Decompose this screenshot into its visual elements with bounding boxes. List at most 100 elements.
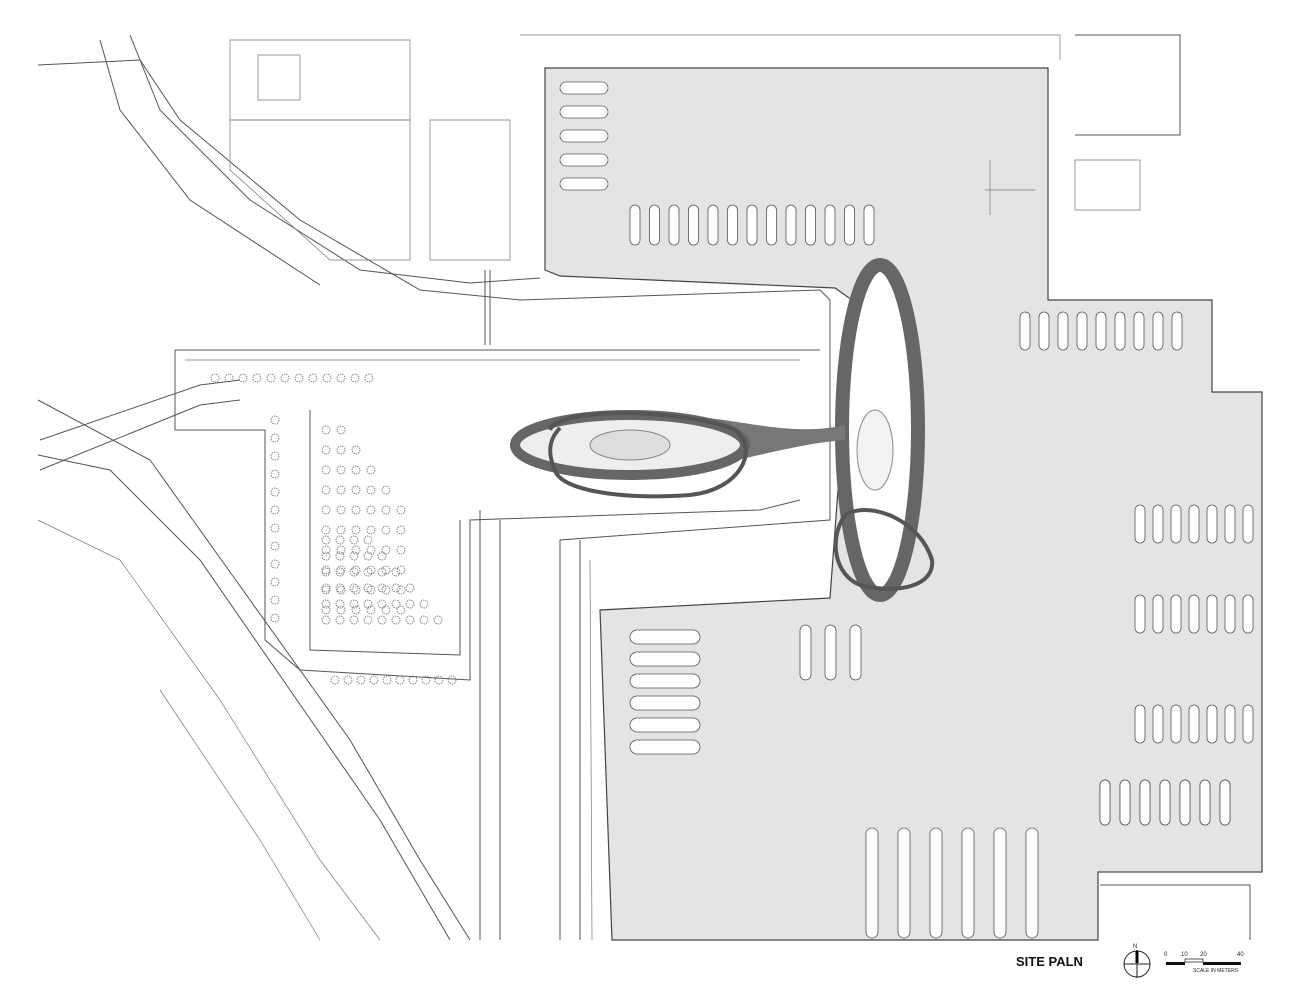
tree (335, 615, 345, 625)
tree (336, 485, 346, 495)
tree (321, 551, 331, 561)
tree (349, 599, 359, 609)
tree (381, 605, 391, 615)
tree (252, 373, 262, 383)
boat (897, 827, 911, 939)
tree (270, 577, 280, 587)
tree (321, 599, 331, 609)
tree (270, 415, 280, 425)
north-label: N (1133, 944, 1138, 950)
boat (1139, 779, 1151, 826)
boat (961, 827, 975, 939)
boat (1242, 704, 1254, 744)
boat (1170, 594, 1182, 634)
tree (349, 551, 359, 561)
boat (1188, 594, 1200, 634)
boat (559, 153, 609, 167)
boat (1206, 594, 1218, 634)
boat (1171, 311, 1183, 351)
tree (321, 535, 331, 545)
tree (321, 425, 331, 435)
boat (629, 717, 701, 733)
boat (844, 204, 855, 246)
tree (349, 535, 359, 545)
boat (1152, 504, 1164, 544)
tree (336, 585, 346, 595)
tree (382, 675, 392, 685)
tree (330, 675, 340, 685)
tree (433, 615, 443, 625)
tree (321, 583, 331, 593)
tree (322, 373, 332, 383)
boat (1152, 594, 1164, 634)
tree (321, 605, 331, 615)
boat (1170, 704, 1182, 744)
tree (351, 485, 361, 495)
tree (408, 675, 418, 685)
boat (1152, 311, 1164, 351)
tree (396, 545, 406, 555)
tree (351, 545, 361, 555)
boat (929, 827, 943, 939)
tree (294, 373, 304, 383)
scale-tick-0: 0 (1164, 952, 1168, 958)
boat (1134, 594, 1146, 634)
boat (1114, 311, 1126, 351)
boat (1188, 504, 1200, 544)
boat (629, 695, 701, 711)
boat (1152, 704, 1164, 744)
north-arrow (1123, 950, 1151, 978)
tree (351, 605, 361, 615)
tree (395, 675, 405, 685)
tree (366, 565, 376, 575)
tree (363, 583, 373, 593)
tree (405, 615, 415, 625)
tree (366, 605, 376, 615)
tree (396, 605, 406, 615)
boat (668, 204, 680, 246)
tree (336, 525, 346, 535)
tree (238, 373, 248, 383)
tree (351, 565, 361, 575)
boat (1179, 779, 1191, 826)
tree (369, 675, 379, 685)
tree (349, 567, 359, 577)
tree (321, 585, 331, 595)
tree (335, 583, 345, 593)
boat (1134, 704, 1146, 744)
markup-circles (548, 411, 935, 591)
tree (321, 485, 331, 495)
tree (366, 485, 376, 495)
boat (785, 204, 797, 246)
tree (351, 585, 361, 595)
tree (321, 505, 331, 515)
tree (377, 567, 387, 577)
boat (629, 204, 641, 246)
tree (335, 551, 345, 561)
tree (363, 551, 373, 561)
tree (363, 615, 373, 625)
boat (1057, 311, 1069, 351)
tree (336, 425, 346, 435)
boat (559, 105, 609, 119)
tree (336, 373, 346, 383)
boat (629, 673, 701, 689)
boat (1099, 779, 1111, 826)
boat (849, 624, 862, 681)
tree (381, 505, 391, 515)
boat (1242, 594, 1254, 634)
tree (336, 545, 346, 555)
boat (559, 81, 609, 95)
boat (1038, 311, 1050, 351)
tree (270, 433, 280, 443)
boat (993, 827, 1007, 939)
tree (366, 525, 376, 535)
tree (351, 465, 361, 475)
boat (1242, 504, 1254, 544)
tree (336, 505, 346, 515)
tree (270, 613, 280, 623)
tree (351, 505, 361, 515)
moored-boats (559, 81, 1254, 939)
tree (396, 505, 406, 515)
tree (377, 615, 387, 625)
